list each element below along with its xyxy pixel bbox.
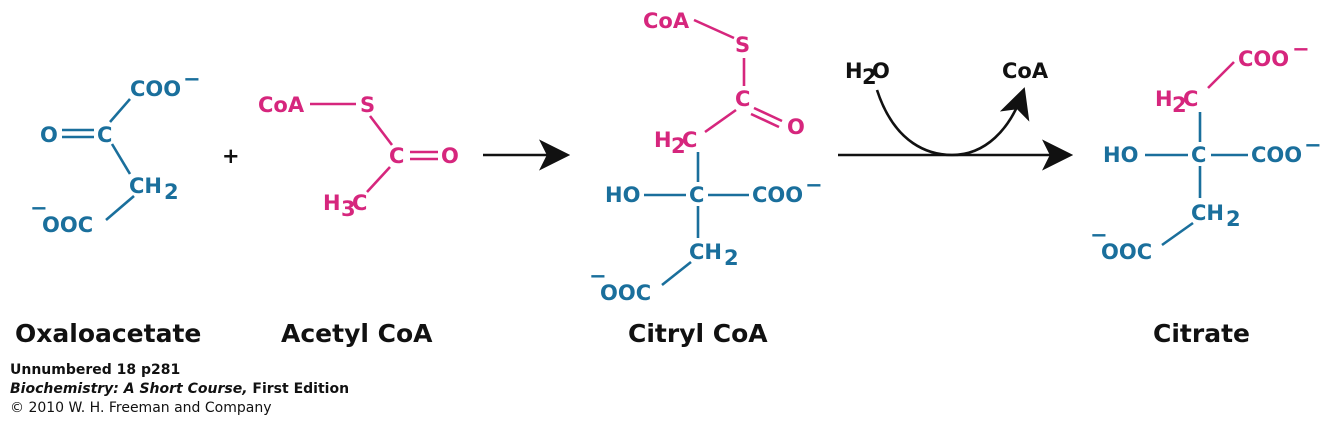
citryl-coa-ho: HO (605, 183, 640, 207)
citryl-coa-h2c-sub: 2 (671, 134, 686, 158)
acetyl-coa-h: H (323, 191, 341, 215)
citryl-coa-h2c-h: H (654, 128, 672, 152)
citryl-coa-ch2-sub: 2 (724, 246, 739, 270)
oxaloacetate-ch2-sub: 2 (164, 180, 179, 204)
citryl-coa-ooc-charge: − (589, 264, 607, 288)
compound-name-oxaloacetate: Oxaloacetate (15, 319, 201, 348)
citrate-bond-ch2-ooc (1161, 221, 1194, 247)
curved-arrow (875, 87, 1030, 157)
acetyl-coa-s: S (360, 93, 375, 117)
acetyl-coa-c: C (389, 144, 404, 168)
water-h: H (845, 59, 863, 83)
oxaloacetate-ooc-charge: − (30, 196, 48, 220)
water-o: O (872, 59, 890, 83)
plus-sign: + (222, 144, 240, 168)
citryl-coa-coo: COO (752, 183, 803, 207)
citryl-coa-bond-ch2-ooc (661, 260, 692, 287)
oxaloacetate-c: C (97, 123, 112, 147)
credit-edition: First Edition (247, 381, 350, 397)
citryl-coa-double-bond-b (750, 112, 780, 129)
citryl-coa-coa: CoA (643, 9, 690, 33)
acetyl-coa-structure: CoA S C O H 3 C (258, 93, 459, 221)
oxaloacetate-structure: COO − O C CH 2 − OOC (30, 67, 201, 237)
reaction-arrow-2-group: H 2 O CoA (838, 59, 1074, 171)
coa-released: CoA (1002, 59, 1049, 83)
oxaloacetate-ooc: OOC (42, 213, 93, 237)
citrate-central-c: C (1191, 143, 1206, 167)
citrate-ho: HO (1103, 143, 1138, 167)
citrate-bond-coo-h2c (1207, 61, 1235, 89)
credit-line-3: © 2010 W. H. Freeman and Company (10, 400, 272, 416)
citrate-structure: COO − H 2 C HO C COO − CH 2 − OOC (1090, 37, 1322, 264)
citrate-ooc-charge: − (1090, 223, 1108, 247)
citryl-coa-bond-c-h2c (704, 108, 737, 134)
oxaloacetate-ch2: CH (129, 174, 162, 198)
citryl-coa-carbonyl-c: C (735, 87, 750, 111)
oxaloacetate-bond-coo (109, 98, 131, 123)
acetyl-coa-h3-sub: 3 (341, 197, 356, 221)
oxaloacetate-bond-ch2 (110, 143, 132, 175)
water-sub: 2 (862, 65, 877, 89)
citryl-coa-coo-charge: − (805, 173, 823, 197)
citrate-h2c-c: C (1183, 87, 1198, 111)
citryl-coa-h2c-c: C (682, 128, 697, 152)
oxaloacetate-coo: COO (130, 77, 181, 101)
acetyl-coa-o: O (441, 144, 459, 168)
citrate-h2c-sub: 2 (1172, 93, 1187, 117)
citrate-h2c-h: H (1155, 87, 1173, 111)
citryl-coa-ooc: OOC (600, 281, 651, 305)
compound-name-citrate: Citrate (1153, 319, 1250, 348)
citryl-coa-ch2: CH (689, 240, 722, 264)
credit-line-2: Biochemistry: A Short Course, First Edit… (10, 381, 349, 397)
credit-line-1: Unnumbered 18 p281 (10, 362, 181, 378)
citrate-ch2: CH (1191, 201, 1224, 225)
acetyl-coa-bond-s-c (368, 115, 394, 146)
citrate-ch2-sub: 2 (1226, 207, 1241, 231)
citryl-coa-s: S (735, 33, 750, 57)
oxaloacetate-o: O (40, 123, 58, 147)
citrate-ooc: OOC (1101, 240, 1152, 264)
citrate-top-coo-charge: − (1292, 37, 1310, 61)
acetyl-coa-bond-c-ch3 (366, 166, 391, 193)
credit-book-title: Biochemistry: A Short Course, (10, 381, 248, 397)
citrate-coo-charge: − (1304, 133, 1322, 157)
citryl-coa-bond-coa-s (693, 18, 735, 40)
citrate-coo: COO (1251, 143, 1302, 167)
oxaloacetate-coo-charge: − (183, 67, 201, 91)
compound-name-citryl-coa: Citryl CoA (628, 319, 768, 348)
citryl-coa-double-bond-a (753, 106, 783, 123)
citrate-top-coo: COO (1238, 47, 1289, 71)
citryl-coa-structure: CoA S C O H 2 C HO C COO − CH 2 − OOC (589, 9, 823, 305)
citryl-coa-central-c: C (689, 183, 704, 207)
acetyl-coa-ch3-c: C (352, 191, 367, 215)
compound-name-acetyl-coa: Acetyl CoA (281, 319, 433, 348)
citryl-coa-o: O (787, 115, 805, 139)
oxaloacetate-bond-ooc (105, 195, 135, 221)
acetyl-coa-coa: CoA (258, 93, 305, 117)
